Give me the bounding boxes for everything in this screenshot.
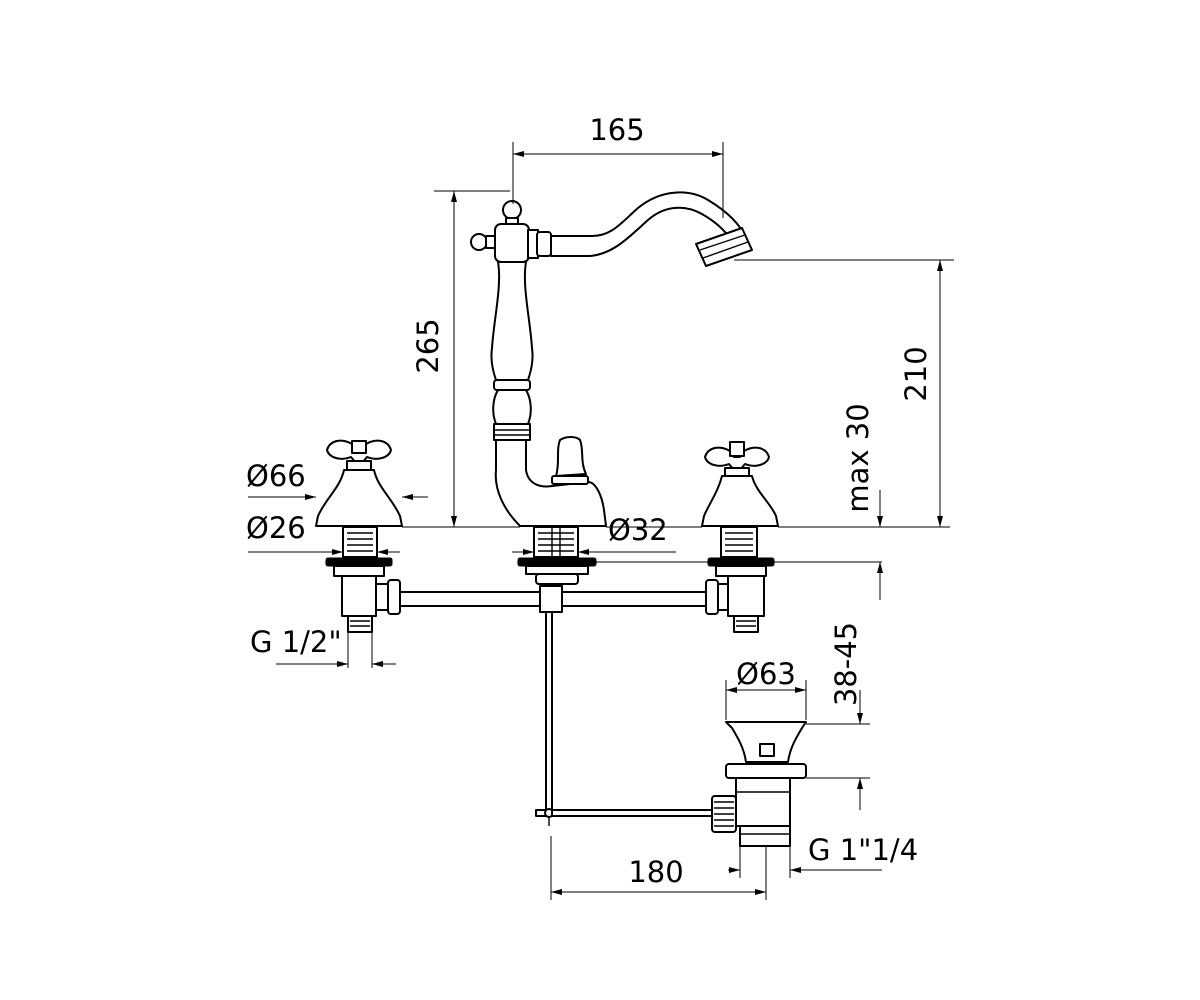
label-inlet-thread: G 1/2" xyxy=(250,625,342,659)
label-total-height: 265 xyxy=(411,318,445,373)
label-waste-thread: G 1"1/4 xyxy=(808,833,918,867)
deck-line xyxy=(402,526,950,563)
dimension-waste-flange: Ø63 xyxy=(725,657,807,720)
label-max-deck: max 30 xyxy=(841,403,875,512)
label-waste-range: 38-45 xyxy=(829,622,863,706)
label-waste-offset: 180 xyxy=(628,855,683,889)
dimension-spout-base-diameter: Ø32 xyxy=(512,513,676,555)
dimension-total-height: 265 xyxy=(411,190,510,527)
dimension-waste-range: 38-45 xyxy=(806,622,870,810)
right-valve xyxy=(701,441,779,633)
dimension-max-deck: max 30 xyxy=(841,403,883,600)
label-spout-reach: 165 xyxy=(589,113,644,147)
label-spout-base-diameter: Ø32 xyxy=(608,513,668,547)
label-handle-diameter: Ø66 xyxy=(246,459,306,493)
dimension-handle-diameter: Ø66 xyxy=(246,459,428,500)
left-valve xyxy=(315,439,403,633)
dimension-waste-thread: G 1"1/4 xyxy=(728,833,918,878)
dimension-waste-offset: 180 xyxy=(550,836,767,900)
dimension-inlet-thread: G 1/2" xyxy=(250,625,396,668)
dimension-spout-reach: 165 xyxy=(512,113,724,218)
center-spout xyxy=(470,191,753,826)
dimension-valve-diameter: Ø26 xyxy=(246,511,400,555)
popup-waste xyxy=(551,721,807,847)
label-spout-height: 210 xyxy=(899,346,933,401)
label-valve-diameter: Ø26 xyxy=(246,511,306,545)
label-waste-flange: Ø63 xyxy=(736,657,796,691)
dimension-spout-height: 210 xyxy=(734,259,954,527)
